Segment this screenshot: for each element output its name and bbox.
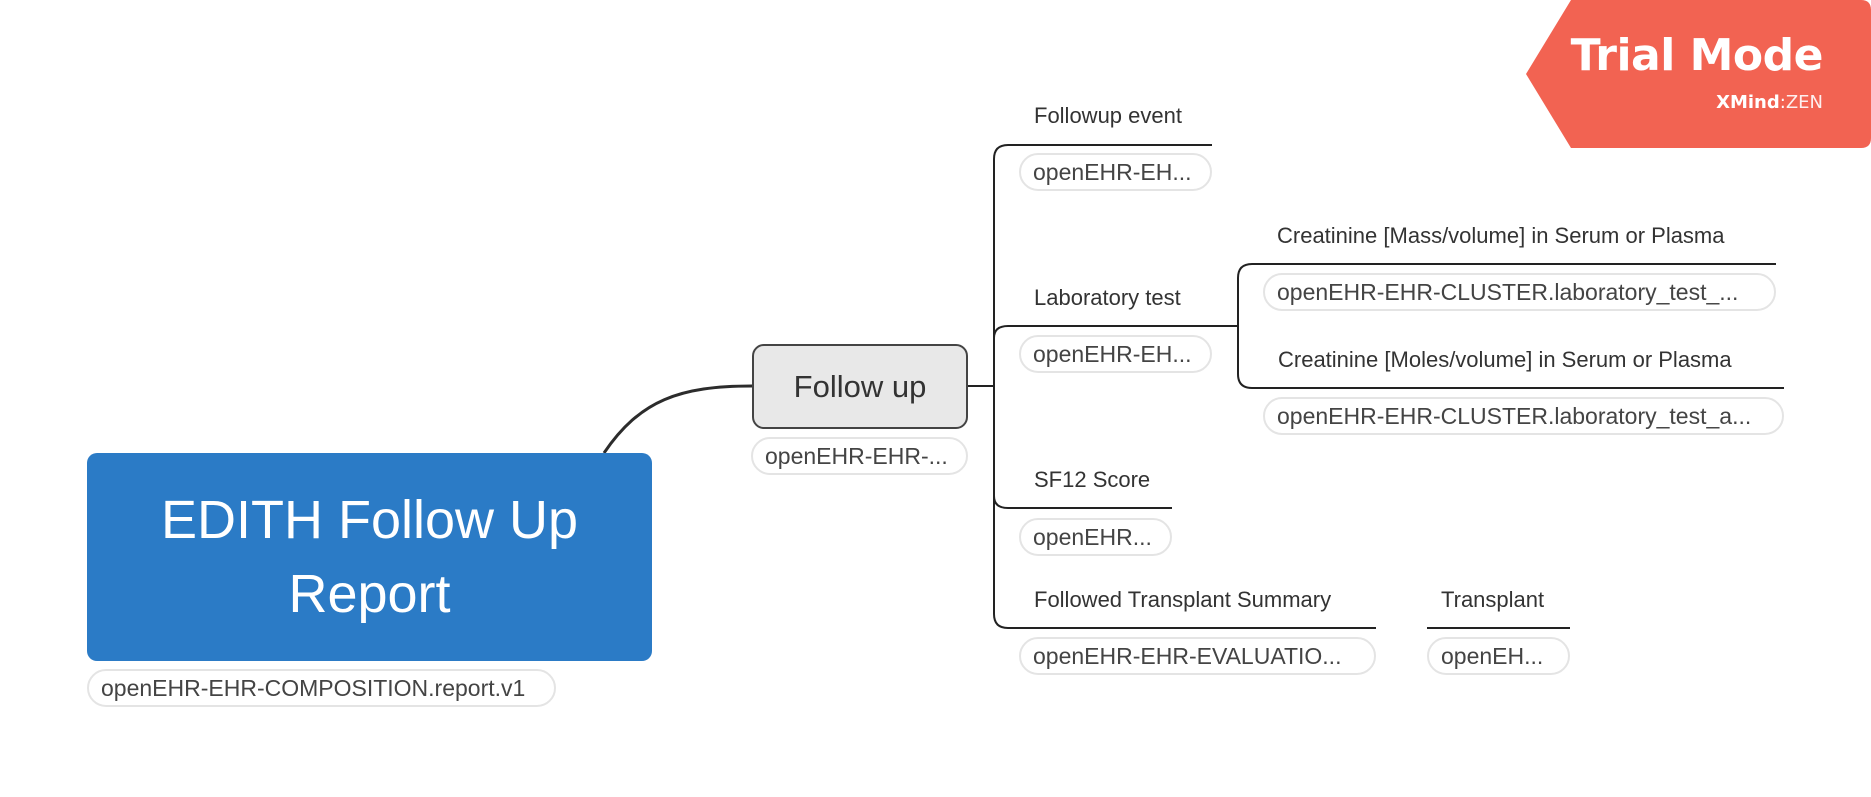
- child-underline: [1427, 627, 1570, 629]
- subtopic-laboratory-test[interactable]: Laboratory test: [1034, 285, 1181, 310]
- lab-child-underline: [1252, 387, 1784, 389]
- brand-light: ZEN: [1785, 92, 1823, 113]
- subtopic-underline: [1008, 627, 1376, 629]
- trial-mode-title: Trial Mode: [1570, 30, 1824, 81]
- brand-separator: :: [1779, 92, 1786, 113]
- laboratory-branch: [993, 325, 1009, 339]
- subtopic-followup-event-tag[interactable]: openEHR-EH...: [1019, 153, 1212, 191]
- subtopic-laboratory-test-tag[interactable]: openEHR-EH...: [1019, 335, 1212, 373]
- xmind-zen-logo: XMind:ZEN: [1716, 92, 1823, 113]
- subtopic-followup-event[interactable]: Followup event: [1034, 103, 1182, 128]
- subtopic-underline: [1008, 507, 1172, 509]
- main-topic-follow-up[interactable]: Follow up: [752, 344, 968, 429]
- main-topic-title: Follow up: [793, 368, 927, 404]
- child-transplant[interactable]: Transplant: [1441, 587, 1545, 612]
- sf12-branch: [993, 495, 1009, 509]
- subtopic-followed-transplant-summary-tag[interactable]: openEHR-EHR-EVALUATIO...: [1019, 637, 1376, 675]
- brand-bold: XMind: [1716, 92, 1780, 113]
- lab-child-creatinine-mass[interactable]: Creatinine [Mass/volume] in Serum or Pla…: [1277, 223, 1725, 248]
- lab-child-underline: [1252, 263, 1776, 265]
- lab-child-creatinine-mass-tag[interactable]: openEHR-EHR-CLUSTER.laboratory_test_...: [1263, 273, 1776, 311]
- lab-child-creatinine-moles-tag[interactable]: openEHR-EHR-CLUSTER.laboratory_test_a...: [1263, 397, 1784, 435]
- trial-mode-badge[interactable]: Trial Mode XMind:ZEN: [1526, 0, 1871, 148]
- root-topic[interactable]: EDITH Follow Up Report: [87, 453, 652, 661]
- lab-children-connector: [1212, 263, 1253, 389]
- subtopic-sf12-score-tag[interactable]: openEHR...: [1019, 518, 1172, 556]
- subtopic-trunk: [993, 144, 1009, 629]
- root-topic-title: EDITH Follow Up Report: [160, 490, 579, 624]
- main-topic-tag[interactable]: openEHR-EHR-...: [751, 437, 968, 475]
- root-topic-tag[interactable]: openEHR-EHR-COMPOSITION.report.v1: [87, 669, 556, 707]
- subtopic-underline: [1008, 325, 1212, 327]
- subtopic-followed-transplant-summary[interactable]: Followed Transplant Summary: [1034, 587, 1332, 612]
- root-to-followup-connector: [602, 384, 753, 454]
- child-transplant-tag[interactable]: openEH...: [1427, 637, 1570, 675]
- trial-badge-shape: [1526, 0, 1871, 148]
- subtopic-sf12-score[interactable]: SF12 Score: [1034, 467, 1151, 492]
- subtopic-underline: [1008, 144, 1212, 146]
- lab-child-creatinine-moles[interactable]: Creatinine [Moles/volume] in Serum or Pl…: [1278, 347, 1732, 372]
